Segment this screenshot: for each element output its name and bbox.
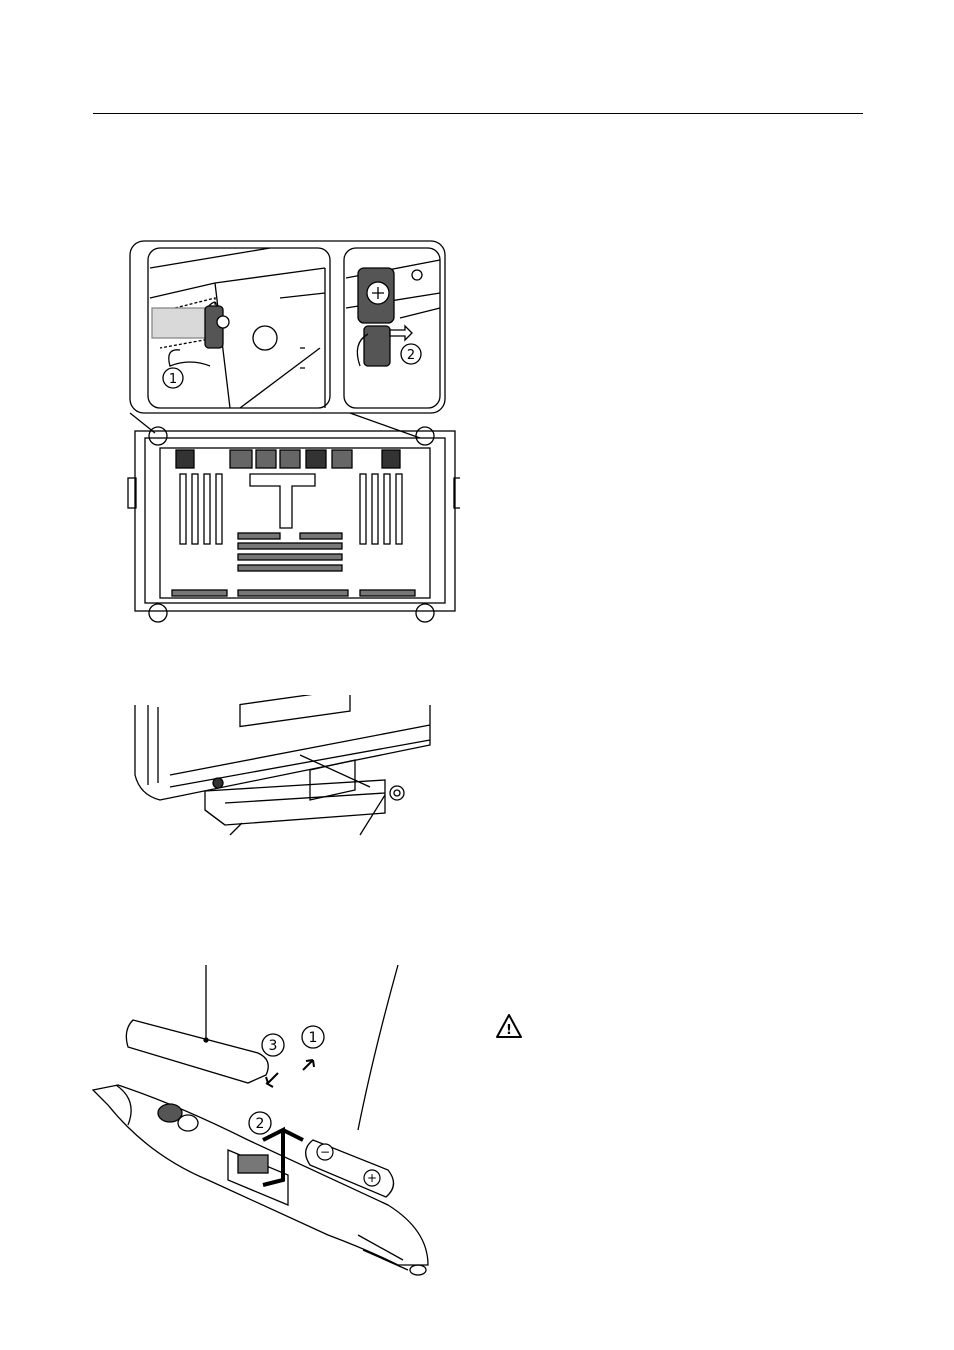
callout-2b: 2 <box>249 1112 271 1134</box>
warning-icon: ! <box>495 1013 523 1039</box>
svg-text:2: 2 <box>256 1116 265 1132</box>
battery-plus-mark: + <box>364 1170 380 1186</box>
rear-panel-figure: 1 2 <box>120 238 460 630</box>
svg-text:2: 2 <box>407 348 415 363</box>
display-back-panel <box>128 427 460 622</box>
svg-text:1: 1 <box>169 372 177 387</box>
svg-text:−: − <box>320 1145 330 1159</box>
battery-minus-mark: − <box>317 1144 333 1160</box>
battery-cover <box>126 1020 268 1083</box>
callout-2: 2 <box>401 344 421 364</box>
pen-battery-figure: 3 1 2 − + <box>88 965 438 1287</box>
svg-text:3: 3 <box>269 1038 278 1054</box>
svg-text:+: + <box>367 1171 377 1185</box>
callout-3: 3 <box>262 1034 284 1056</box>
svg-text:!: ! <box>506 1023 512 1038</box>
pen-tray-figure <box>130 695 440 857</box>
callout-1b: 1 <box>302 1026 324 1048</box>
header-rule <box>93 113 863 114</box>
svg-text:1: 1 <box>309 1030 318 1046</box>
detail-inset-right <box>344 248 440 408</box>
callout-1: 1 <box>163 368 183 388</box>
